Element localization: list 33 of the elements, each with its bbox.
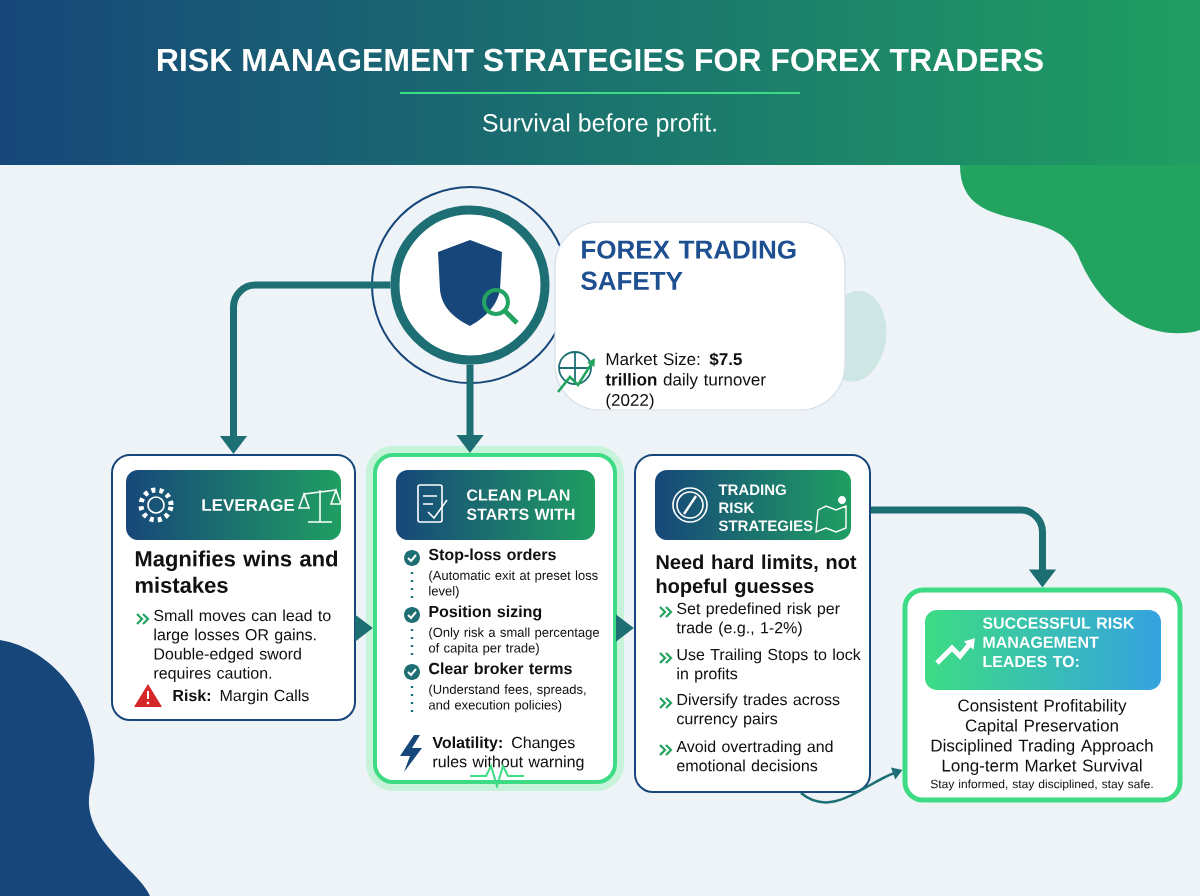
item-title: Position sizing xyxy=(429,605,542,621)
title: RISK MANAGEMENT STRATEGIES FOR FOREX TRADERS xyxy=(157,48,1043,72)
outcome-card xyxy=(902,587,1183,803)
strategies-card xyxy=(634,454,871,793)
item-description: (Understand fees, spreads, and execution policies) xyxy=(428,684,586,713)
bullet-text: Small moves can lead to large losses OR gains. Double-edged sword requires caution. xyxy=(154,609,331,682)
card-heading: TRADING RISK STRATEGIES xyxy=(718,484,813,532)
outcome-text: Consistent Profitability xyxy=(958,699,1127,715)
card-heading: CLEAN PLAN STARTS WITH xyxy=(466,489,575,520)
bullet-text: Avoid overtrading and emotional decisions xyxy=(676,740,833,772)
outcome-text: Capital Preservation xyxy=(965,719,1118,735)
bullet-text: Diversify trades across currency pairs xyxy=(677,693,840,728)
closing-note: Stay informed, stay disciplined, stay safe. xyxy=(930,779,1153,791)
subtitle: Survival before profit. xyxy=(483,113,716,137)
item-title: Stop-loss orders xyxy=(428,548,556,564)
item-description: (Only risk a small percentage of capita per trade) xyxy=(428,627,599,656)
market-size-text: Market Size: $7.5 trillion daily turnover (2022) xyxy=(605,352,766,410)
title-pill xyxy=(554,221,846,411)
card-subheading: Need hard limits, not hopeful guesses xyxy=(656,554,857,598)
pill-heading: FOREX TRADING SAFETY xyxy=(581,240,796,290)
bullet-text: Use Trailing Stops to lock in profits xyxy=(677,648,861,683)
item-title: Clear broker terms xyxy=(429,662,572,675)
leverage-card xyxy=(111,454,356,721)
item-description: (Automatic exit at preset loss level) xyxy=(429,570,598,599)
outcome-text: Disciplined Trading Approach xyxy=(931,739,1153,755)
card-subheading: Magnifies wins and mistakes xyxy=(135,550,338,593)
card-heading: LEVERAGE xyxy=(202,499,295,511)
clean-plan-card xyxy=(366,446,624,791)
bullet-text: Set predefined risk per trade (e.g., 1-2%) xyxy=(676,602,840,637)
outcome-text: Long-term Market Survival xyxy=(942,759,1142,775)
volatility-text: Volatility: Changes rules without warning xyxy=(432,736,584,771)
risk-text: Risk: Margin Calls xyxy=(173,689,309,705)
card-heading: SUCCESSFUL RISK MANAGEMENT LEADES TO: xyxy=(982,617,1135,668)
